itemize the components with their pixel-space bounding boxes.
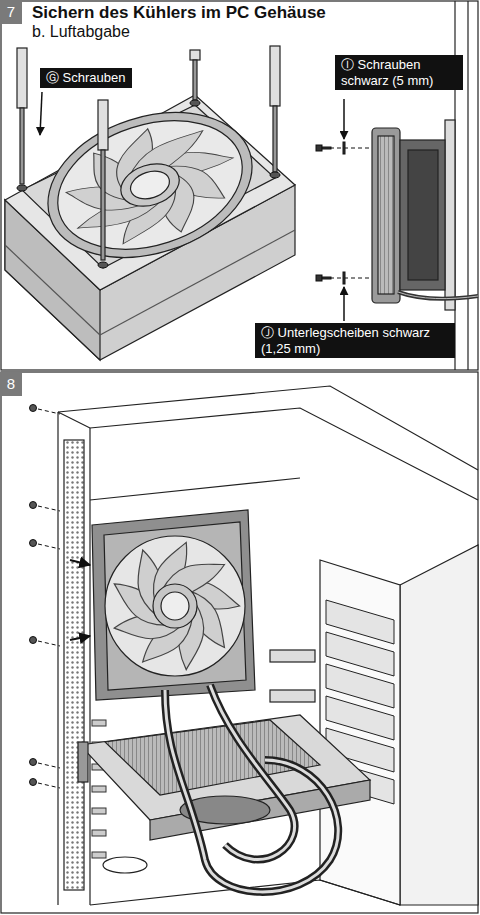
subtitle: b. Luftabgabe — [30, 23, 132, 41]
gpu-cooler — [78, 715, 370, 840]
leader-line — [343, 99, 345, 139]
node-text: 8 — [0, 375, 22, 393]
callout-box: Ⓙ Unterlegscheiben schwarz (1,25 mm) — [255, 323, 455, 358]
title: Sichern des Kühlers im PC Gehäuse — [30, 3, 328, 23]
case-screws — [30, 405, 91, 789]
panel-frame — [1, 372, 478, 913]
hoses — [165, 685, 338, 892]
step-number-box: 7 — [0, 0, 22, 24]
callout-box: Ⓘ Schrauben schwarz (5 mm) — [335, 55, 463, 90]
screwdrivers — [17, 46, 280, 260]
leader-line — [343, 287, 345, 321]
node-text: 7 — [0, 3, 22, 21]
radiator-top-view — [5, 88, 295, 360]
screws-i-washers-j — [316, 142, 372, 284]
node-text: Ⓖ Schrauben — [46, 70, 126, 86]
step-number-box: 8 — [0, 372, 22, 396]
node-text: Ⓘ Schrauben schwarz (5 mm) — [341, 57, 457, 88]
leader-line — [40, 92, 42, 135]
callout-box: Ⓖ Schrauben — [40, 68, 132, 88]
screws-g — [17, 100, 280, 268]
pc-case — [58, 386, 478, 905]
panel-frame — [1, 1, 478, 370]
expansion-slots — [92, 720, 106, 858]
radiator-mounted — [92, 510, 255, 700]
node-text: Ⓙ Unterlegscheiben schwarz (1,25 mm) — [261, 325, 449, 356]
